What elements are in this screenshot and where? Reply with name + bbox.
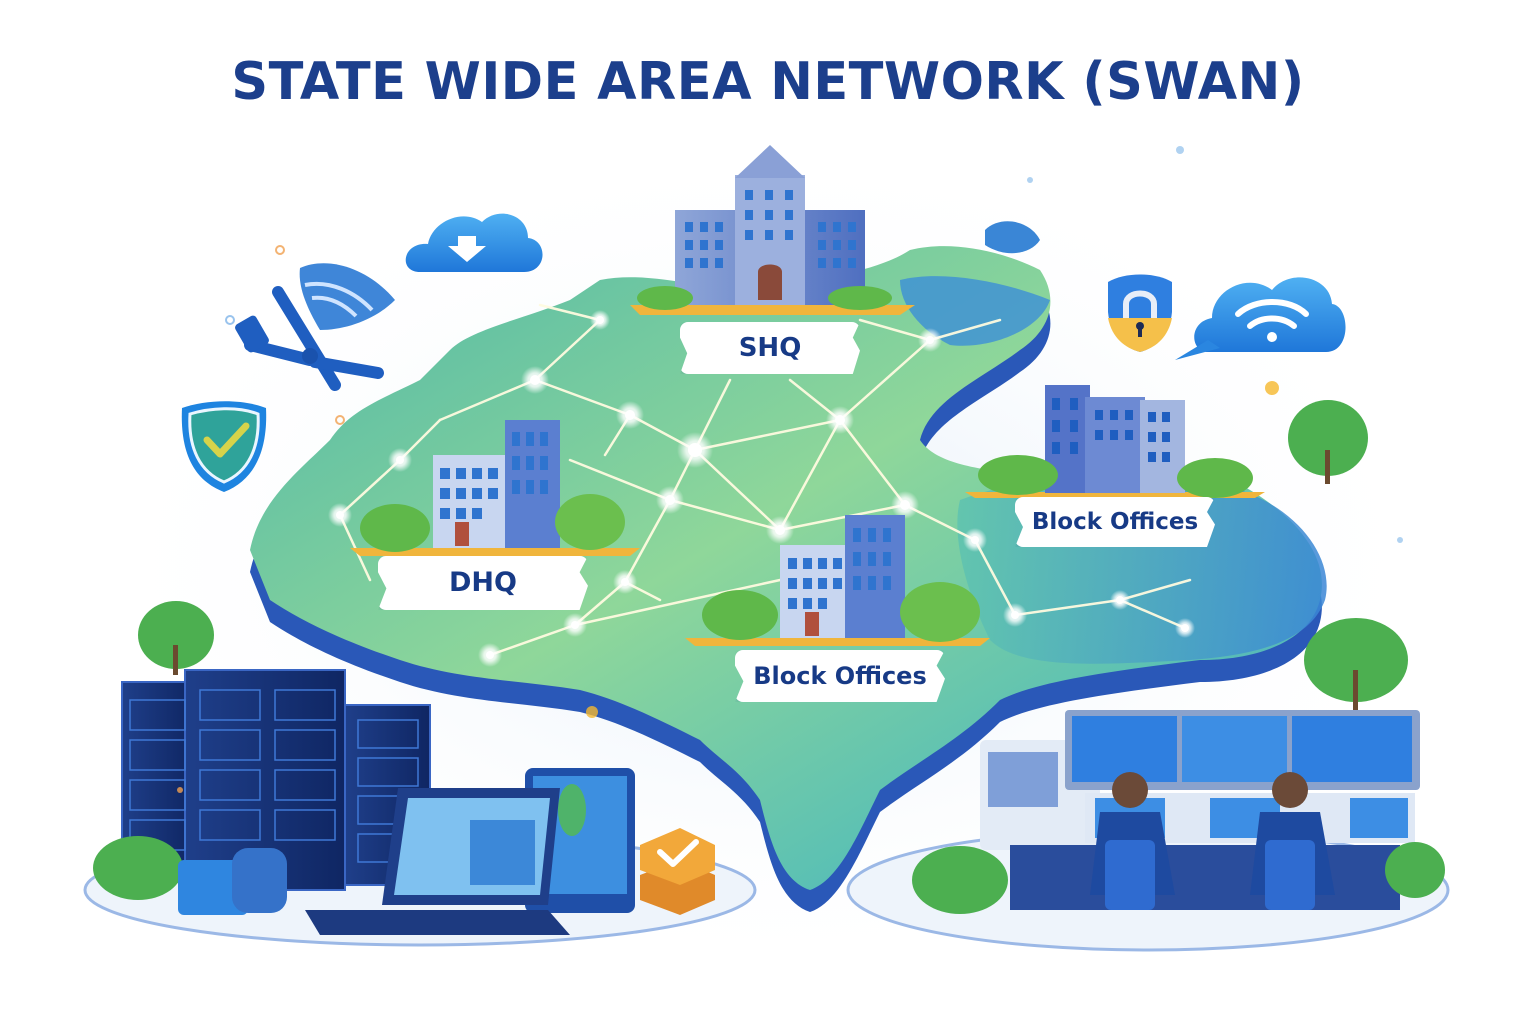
- dhq-building: [350, 420, 640, 556]
- block-office-center-building: [685, 515, 990, 646]
- bush-left: [93, 836, 183, 900]
- lock-shield-icon: [1108, 274, 1172, 352]
- tree-bottom-right: [1304, 618, 1408, 710]
- tree-left: [138, 601, 214, 675]
- block-offices-center-label: Block Offices: [735, 650, 945, 702]
- satellite-dish-icon: [235, 263, 395, 391]
- dhq-label: DHQ: [378, 556, 588, 610]
- decorative-particles: [177, 146, 1403, 793]
- shield-check-icon: [181, 401, 267, 492]
- coin-check-icon: [640, 828, 715, 915]
- network-nodes: [328, 310, 1195, 667]
- bush-bottom-right: [1385, 842, 1445, 898]
- block-offices-right-label: Block Offices: [1015, 497, 1215, 547]
- storage-device: [232, 848, 287, 913]
- block-office-right-building: [965, 385, 1265, 498]
- bush-bottom-center: [912, 846, 1008, 914]
- control-room: [980, 710, 1420, 910]
- page-title: STATE WIDE AREA NETWORK (SWAN): [231, 52, 1305, 112]
- shq-building: [630, 145, 915, 315]
- storage-box: [178, 860, 248, 915]
- laptop-device: [305, 788, 570, 935]
- tree-right: [1288, 400, 1368, 484]
- cloud-download-icon: [405, 213, 543, 272]
- cloud-wifi-icon: [1175, 277, 1346, 360]
- shq-label: SHQ: [680, 322, 860, 374]
